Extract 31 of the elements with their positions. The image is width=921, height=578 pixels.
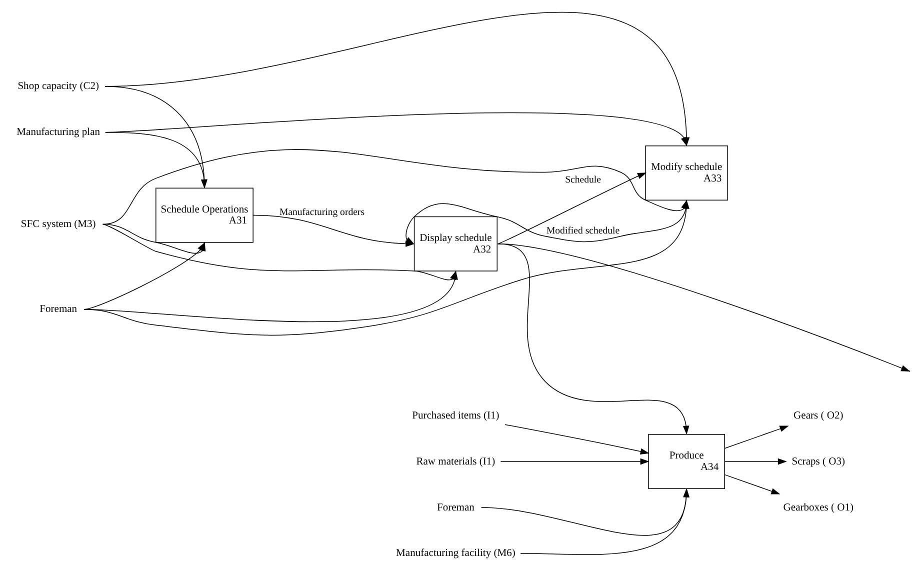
node-text: Scraps ( O3) [792,456,846,467]
arrow [405,200,687,244]
node-text: Gears ( O2) [794,410,844,421]
arrow [504,424,650,454]
node-box: Produce A34 [648,434,725,489]
edge-label: Manufacturing orders [279,206,365,218]
arrow [724,458,787,464]
node-text: Foreman [436,502,474,513]
node-box: Schedule Operations A31 [156,187,254,242]
node-text: SFC system (M3) [20,218,96,230]
node-text: Manufacturing plan [16,126,100,138]
arrow [498,172,647,244]
arrow [498,242,690,434]
arrow [104,86,208,188]
node-box: Modify schedule A33 [645,145,728,200]
arrow [724,474,780,494]
arrow [500,458,650,464]
arrow [520,488,690,554]
arrow [480,488,690,536]
arrow [724,425,789,448]
node-text: Gearboxes ( O1) [783,502,854,513]
node-text: Purchased items (I1) [412,410,500,421]
node-text: Raw materials (I1) [416,456,496,467]
node-text: Foreman [40,304,78,315]
edge-label: Modified schedule [546,225,620,236]
node-text: Manufacturing facility (M6) [396,548,516,559]
node-box: Display schedule A32 [414,216,498,271]
arrow [102,223,456,280]
node-text: Shop capacity (C2) [18,80,100,92]
arrow [102,148,688,224]
edge-label: Schedule [565,174,601,185]
